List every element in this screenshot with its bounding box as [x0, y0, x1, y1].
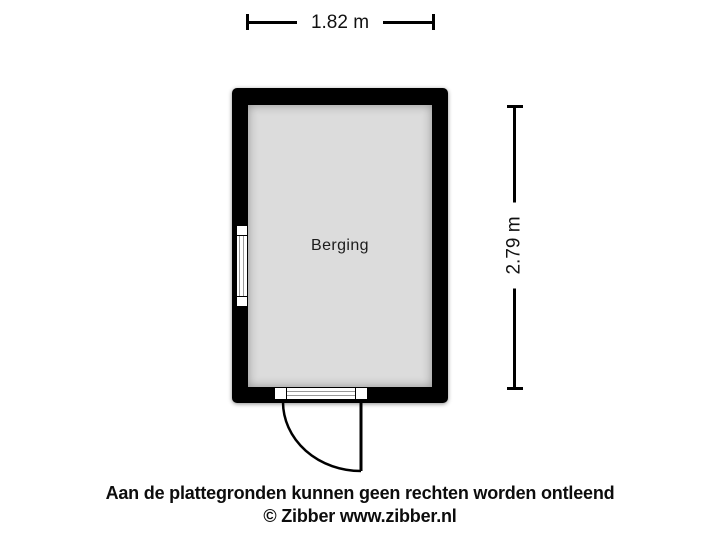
- disclaimer-text: Aan de plattegronden kunnen geen rechten…: [105, 483, 615, 503]
- copyright-text: © Zibber www.zibber.nl: [263, 506, 457, 526]
- room-walls: Berging: [232, 88, 448, 403]
- window-icon: [236, 225, 248, 307]
- dimension-height-tick-bottom: [507, 387, 523, 390]
- door-frame-cap: [275, 388, 287, 399]
- door-frame-cap: [355, 388, 367, 399]
- window-frame-cap: [237, 296, 247, 306]
- dimension-height-label: 2.79 m: [500, 202, 528, 289]
- window-frame-cap: [237, 226, 247, 236]
- door-glazing: [287, 388, 355, 399]
- dimension-width-tick-left: [246, 14, 249, 30]
- dimension-height-tick-top: [507, 105, 523, 108]
- dimension-width-label: 1.82 m: [297, 9, 383, 36]
- door-frame-icon: [274, 387, 368, 400]
- door-swing-icon: [281, 400, 363, 473]
- room-floor: Berging: [248, 105, 432, 387]
- room-label: Berging: [311, 237, 369, 254]
- dimension-width-tick-right: [432, 14, 435, 30]
- door-swing-arc: [281, 401, 362, 473]
- window-glazing: [237, 236, 247, 296]
